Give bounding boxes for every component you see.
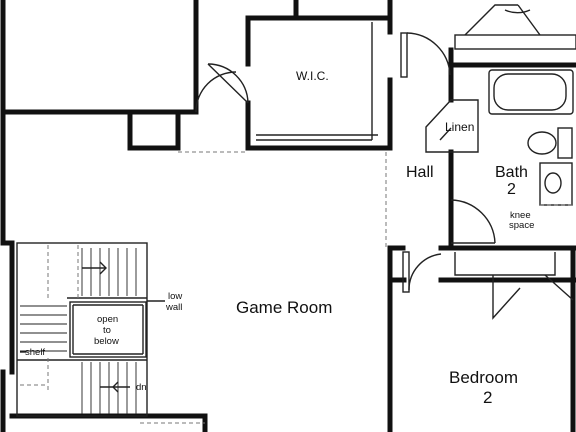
dashed-boundaries [20, 151, 572, 424]
knee-space-label-1: knee [510, 210, 531, 221]
knee-space-label-2: space [509, 220, 534, 231]
low-wall-label-1: low [168, 291, 182, 302]
open-to-below-label-3: below [94, 336, 119, 347]
open-to-below-label-2: to [103, 325, 111, 336]
stair-treads [20, 248, 137, 414]
hall-label: Hall [406, 164, 434, 181]
bath-label: Bath [495, 164, 528, 181]
open-to-below-label-1: open [97, 314, 118, 325]
shelf-label: shelf [25, 347, 45, 358]
bath-number: 2 [507, 181, 516, 198]
linen-label: Linen [445, 120, 474, 134]
low-wall-label-2: wall [165, 302, 182, 313]
down-label: dn [136, 382, 147, 393]
game-room-label: Game Room [236, 298, 332, 317]
bedroom-number: 2 [483, 388, 492, 407]
bedroom-label: Bedroom [449, 368, 518, 387]
wic-label: W.I.C. [296, 69, 329, 83]
fixture-lines [16, 4, 576, 417]
